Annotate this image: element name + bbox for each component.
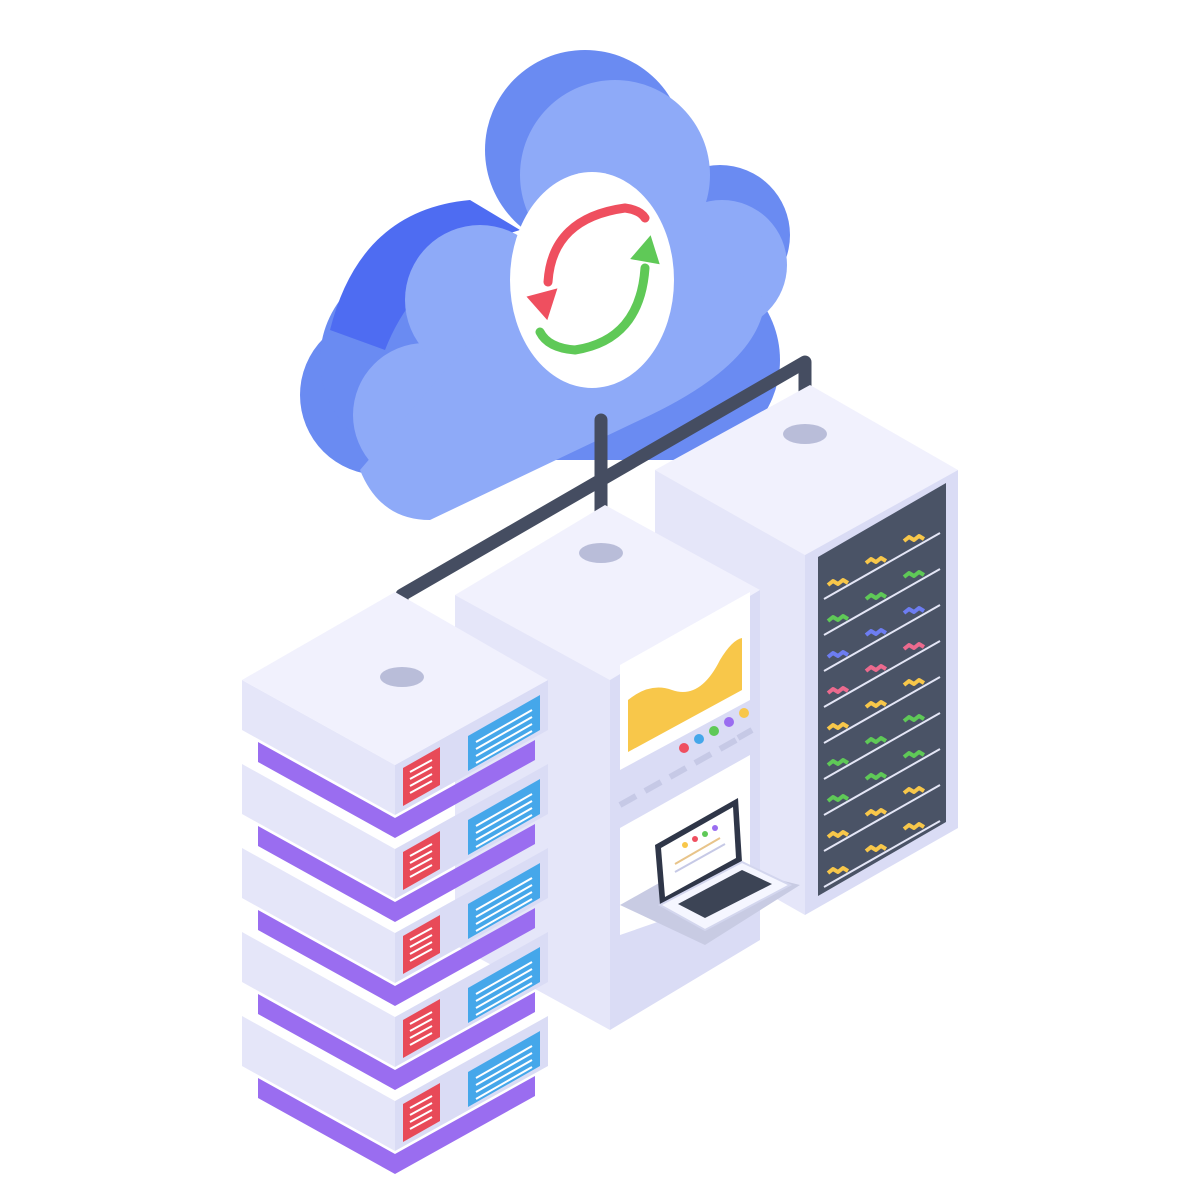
- cloud: [300, 50, 790, 520]
- unit-left-face: [242, 848, 395, 983]
- server-unit: [242, 932, 548, 1090]
- sync-badge: [510, 172, 674, 388]
- rack-led-rows: [823, 532, 941, 888]
- unit-left-face: [242, 1016, 395, 1151]
- indicator-dots: [679, 708, 749, 753]
- unit-left-face: [242, 764, 395, 899]
- area-chart-graphic: [628, 638, 742, 752]
- server-unit: [242, 848, 548, 1006]
- rack-top: [655, 385, 958, 555]
- led-row: [823, 640, 941, 708]
- sync-emblem: [510, 172, 674, 388]
- tower-port: [579, 543, 623, 563]
- led-row: [823, 676, 941, 744]
- stack-port: [380, 667, 424, 687]
- unit-stripe: [258, 740, 535, 838]
- unit-stripe: [258, 824, 535, 922]
- blue-label-icon: [468, 947, 540, 1023]
- led-row: [823, 820, 941, 888]
- led-row: [823, 748, 941, 816]
- led-row: [823, 568, 941, 636]
- unit-stripe: [258, 992, 535, 1090]
- blue-label-icon: [468, 695, 540, 771]
- led-row: [823, 532, 941, 600]
- unit-left-face: [242, 680, 395, 815]
- tower-top: [455, 505, 760, 680]
- server-unit: [242, 1016, 548, 1174]
- unit-stripe: [258, 1076, 535, 1174]
- blue-label-icon: [468, 1031, 540, 1107]
- red-label-icon: [403, 831, 440, 890]
- red-label-icon: [403, 915, 440, 974]
- blue-label-icon: [468, 863, 540, 939]
- led-row: [823, 784, 941, 852]
- vent-dashes: [618, 727, 754, 808]
- server-unit: [242, 592, 548, 838]
- laptop-icon: [655, 798, 793, 932]
- sync-icon: [526, 203, 660, 355]
- led-row: [823, 604, 941, 672]
- server-stack: [242, 592, 548, 1174]
- unit-stripe: [258, 908, 535, 1006]
- blue-label-icon: [468, 779, 540, 855]
- red-label-icon: [403, 1083, 440, 1142]
- red-label-icon: [403, 999, 440, 1058]
- rack-port: [783, 424, 827, 444]
- server-unit: [242, 764, 548, 922]
- unit-left-face: [242, 932, 395, 1067]
- red-label-icon: [403, 747, 440, 806]
- led-row: [823, 712, 941, 780]
